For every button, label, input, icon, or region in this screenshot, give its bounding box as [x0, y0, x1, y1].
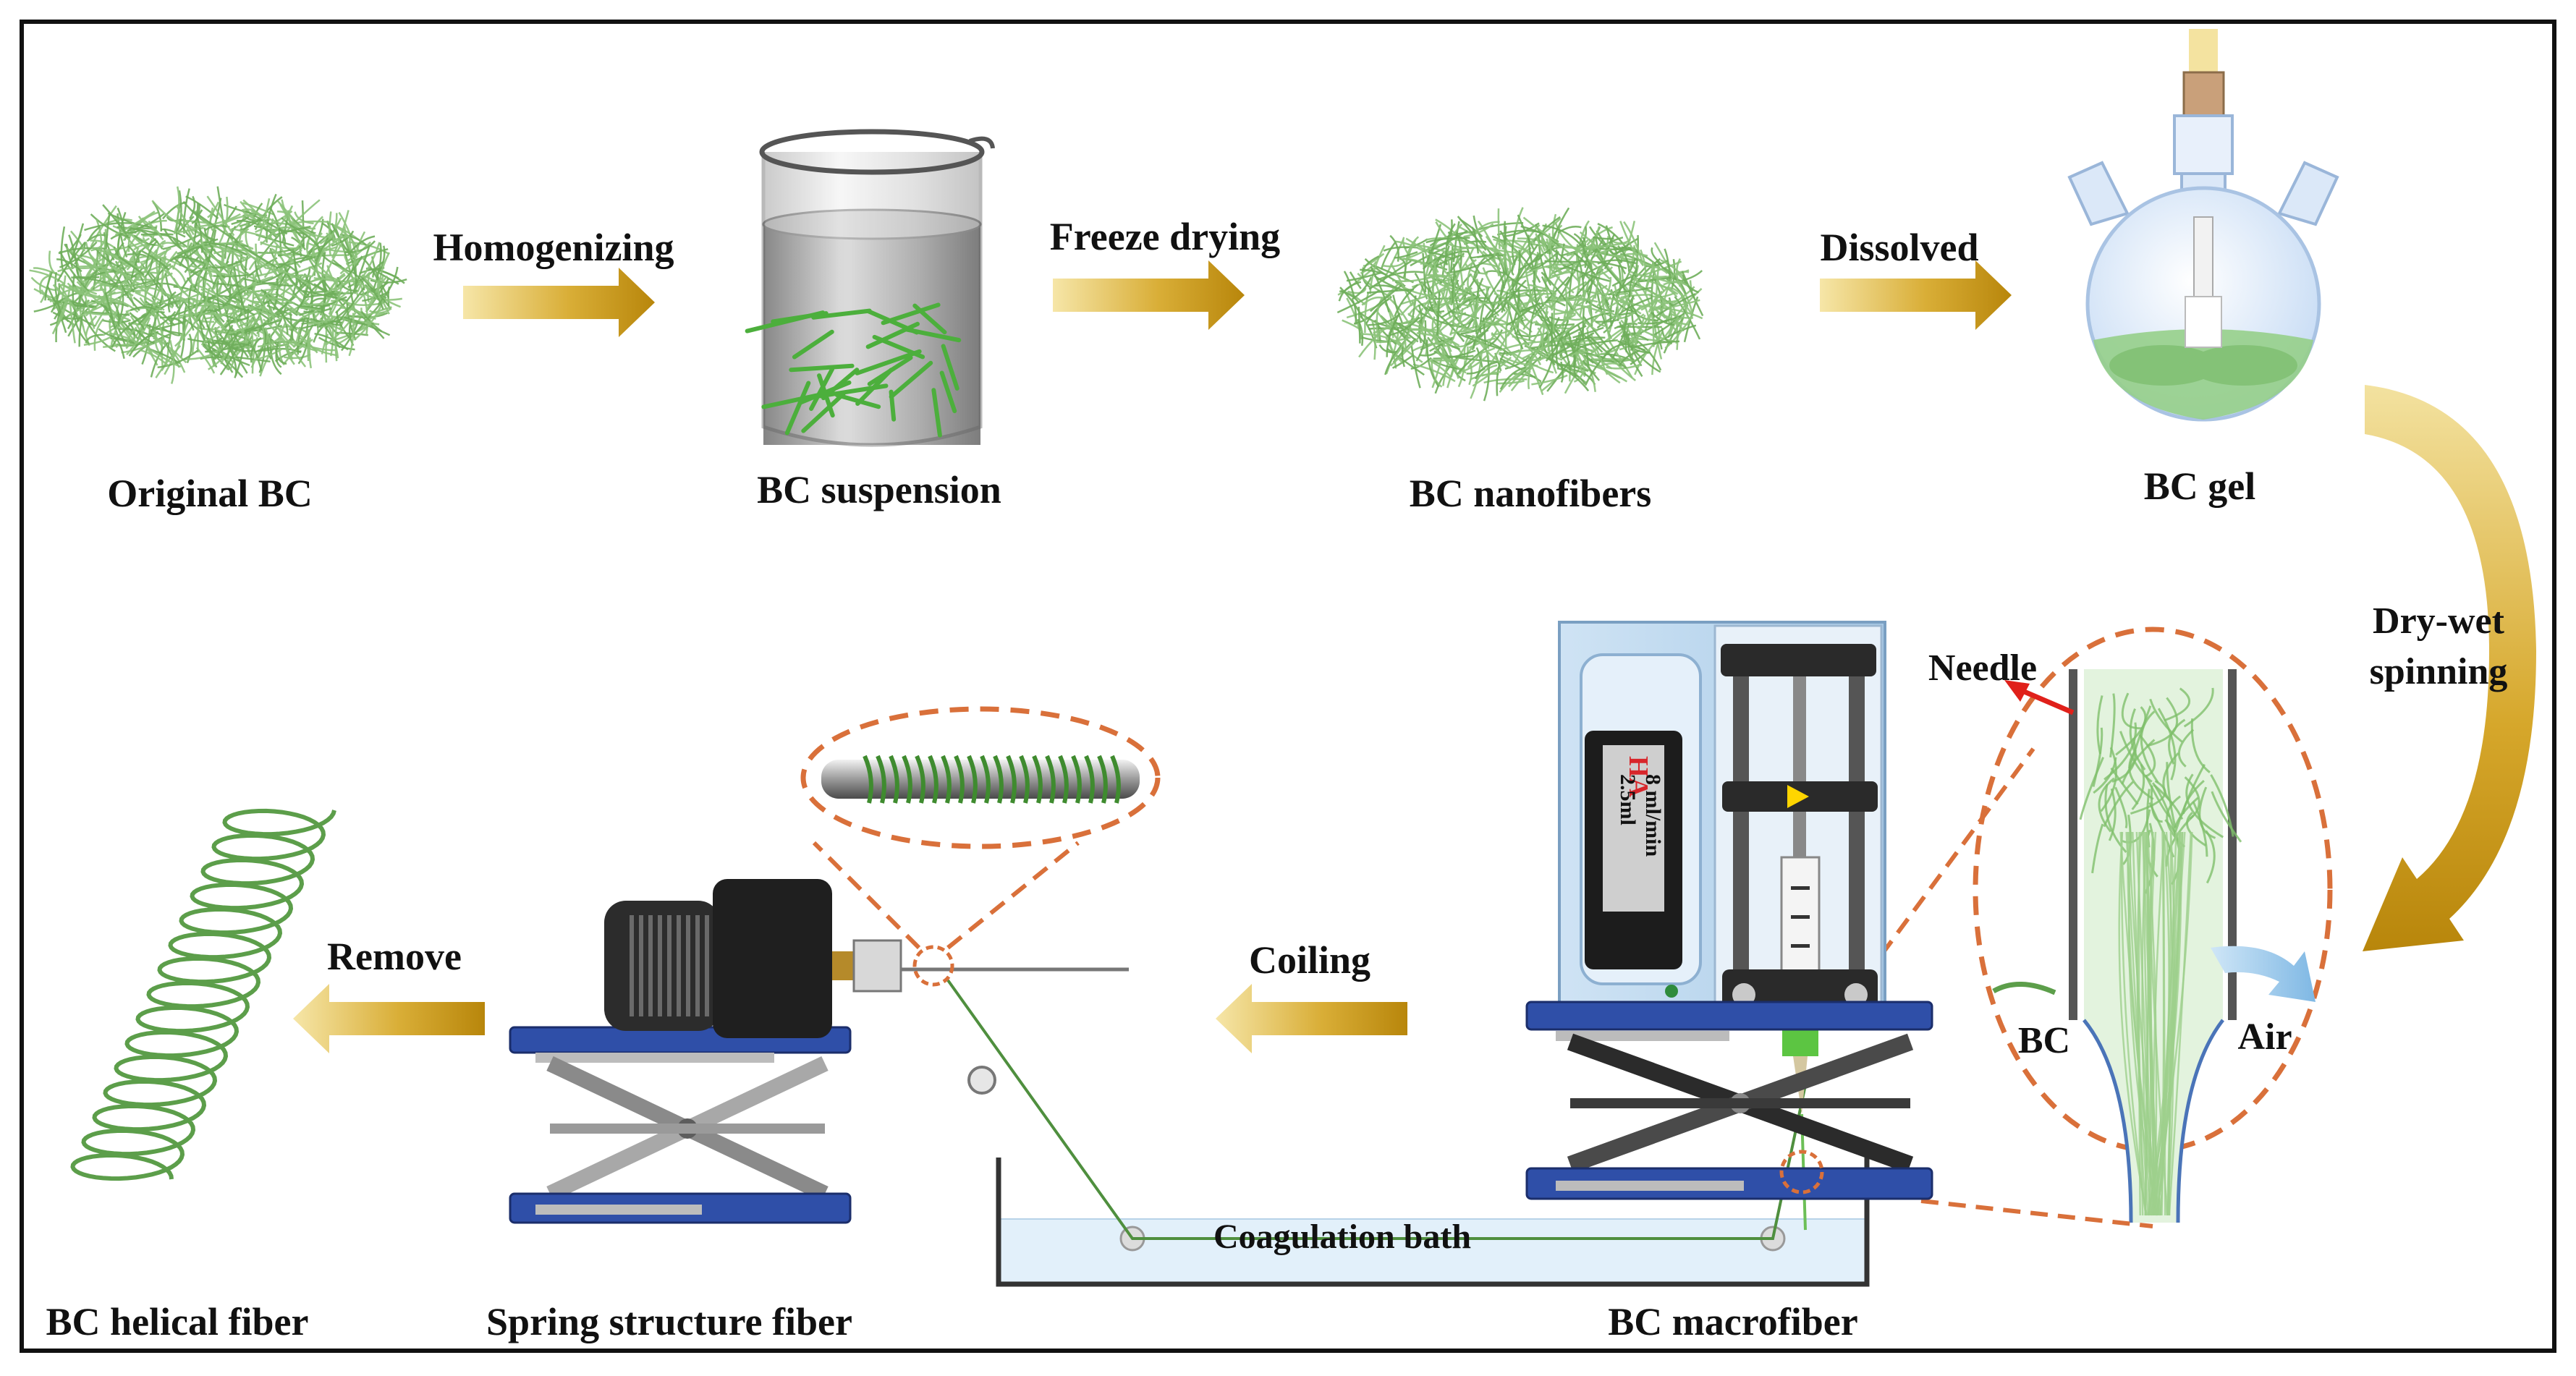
- guide-pulley-icon: [967, 1066, 996, 1095]
- label-remove: Remove: [327, 935, 462, 978]
- beaker-icon: [745, 129, 995, 447]
- label-homogenizing: Homogenizing: [433, 226, 674, 269]
- label-dissolved: Dissolved: [1820, 226, 1978, 269]
- coil-zoom-callout: [800, 706, 1161, 950]
- remove-arrow: [293, 984, 485, 1053]
- label-bc-gel: BC gel: [2144, 464, 2256, 508]
- coagulation-bath: [946, 979, 1870, 1287]
- label-original-bc: Original BC: [107, 472, 313, 515]
- label-needle: Needle: [1928, 647, 2037, 689]
- original-bc-fiber-mat: [29, 186, 407, 384]
- label-coagulation-bath: Coagulation bath: [1213, 1218, 1471, 1256]
- needle-pointer: [2021, 688, 2075, 715]
- pump-volume: 2.5ml: [1616, 774, 1640, 825]
- label-freeze-drying: Freeze drying: [1050, 215, 1280, 258]
- bc-fiber-sample-icon: [1992, 982, 2056, 995]
- dissolved-arrow: [1820, 260, 2012, 330]
- motor-icon: [604, 879, 1129, 1038]
- homogenizing-arrow: [463, 268, 655, 337]
- label-bc-macrofiber: BC macrofiber: [1608, 1300, 1857, 1343]
- label-spinning: spinning: [2370, 651, 2508, 692]
- label-spring-structure-fiber: Spring structure fiber: [486, 1300, 852, 1343]
- bc-helical-fiber-icon: [70, 808, 336, 1181]
- label-bc-nanofibers: BC nanofibers: [1410, 472, 1652, 515]
- pump-brand: HA: [1623, 756, 1653, 798]
- label-coiling: Coiling: [1249, 938, 1370, 982]
- bc-nanofibers-fiber-mat: [1336, 207, 1704, 402]
- label-bc-fiber: BC: [2018, 1020, 2070, 1061]
- needle-zoom-callout: [1973, 627, 2333, 1223]
- pump-rate: 8 ml/min: [1641, 774, 1665, 857]
- label-dry-wet: Dry-wet: [2373, 600, 2505, 642]
- label-bc-suspension: BC suspension: [757, 468, 1001, 511]
- label-air: Air: [2237, 1016, 2292, 1058]
- dry-wet-spinning-arrow: [2363, 385, 2536, 951]
- label-bc-helical-fiber: BC helical fiber: [46, 1300, 309, 1343]
- freeze-drying-arrow: [1053, 260, 1245, 330]
- coiling-arrow: [1216, 984, 1407, 1053]
- flask-icon: [2067, 29, 2339, 422]
- air-flow-arrow: [2211, 946, 2316, 1002]
- pump-lab-jack: [1525, 1001, 1933, 1200]
- syringe-pump-icon: [1558, 621, 1886, 1231]
